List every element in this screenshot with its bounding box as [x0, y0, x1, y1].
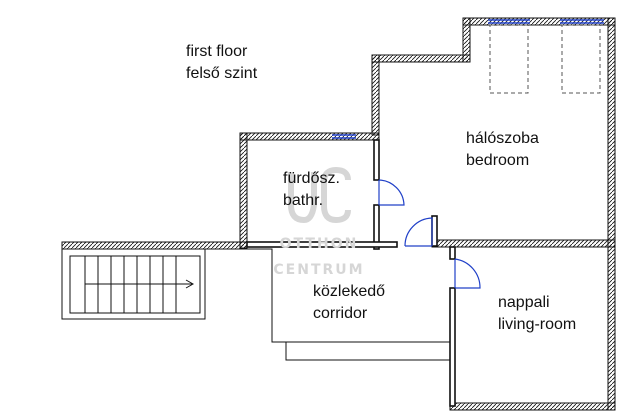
- watermark-line2: CENTRUM: [273, 262, 364, 278]
- windows: [332, 19, 604, 139]
- bathroom-door: [378, 179, 405, 206]
- corridor-label-en: corridor: [313, 305, 368, 322]
- staircase: [61, 248, 206, 320]
- living-door: [454, 258, 481, 289]
- floor-title-hu: felső szint: [186, 65, 258, 82]
- corridor-door: [404, 217, 433, 247]
- bathroom-label-en: bathr.: [283, 192, 323, 209]
- stair-arrow-icon: [85, 279, 195, 289]
- corridor-label-hu: közlekedő: [313, 283, 385, 300]
- labels: first floor felső szint fürdősz. bathr. …: [186, 43, 576, 333]
- skylight-right: [561, 24, 601, 94]
- outer-walls: [61, 17, 616, 411]
- living-label-hu: nappali: [498, 294, 550, 311]
- floor-title-en: first floor: [186, 43, 248, 60]
- skylight-left: [489, 24, 529, 94]
- corridor-outline: [205, 248, 450, 361]
- inner-walls: [246, 139, 616, 407]
- watermark-logo: OTTHON CENTRUM: [273, 166, 364, 278]
- watermark-line1: OTTHON: [280, 236, 359, 252]
- living-label-en: living-room: [498, 316, 576, 333]
- bedroom-label-hu: hálószoba: [466, 130, 539, 147]
- doors: [378, 179, 481, 289]
- bathroom-label-hu: fürdősz.: [283, 170, 340, 187]
- bedroom-label-en: bedroom: [466, 152, 529, 169]
